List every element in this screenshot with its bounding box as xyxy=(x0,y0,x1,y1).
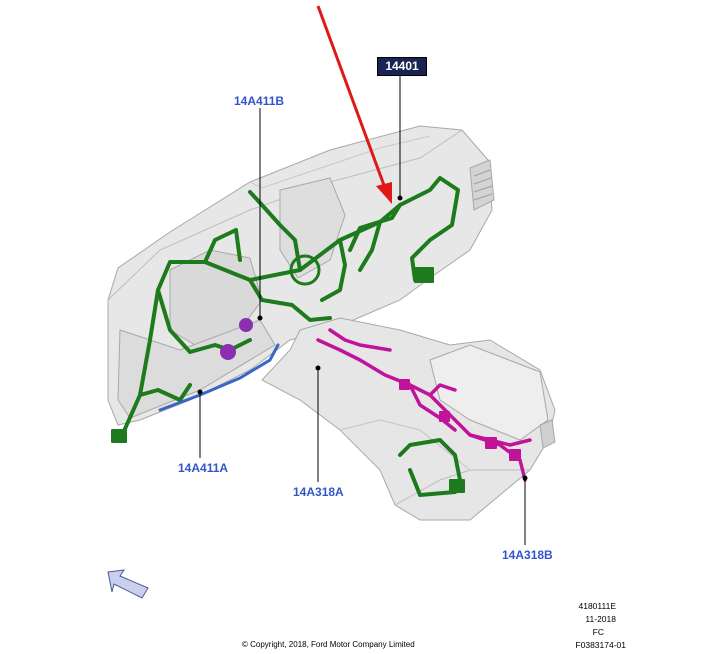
callout-14a411b: 14A411B xyxy=(234,94,285,108)
info-region: FC xyxy=(592,627,604,637)
floor-console xyxy=(261,317,556,521)
callout-main-14401: 14401 xyxy=(377,57,427,76)
lower-harness-14a411a xyxy=(158,343,280,412)
info-part-number: F0383174-01 xyxy=(575,640,626,650)
red-pointer-arrow xyxy=(316,5,392,204)
info-date: 11-2018 xyxy=(585,614,616,624)
callout-14a411a: 14A411A xyxy=(178,461,229,475)
forward-direction-arrow-icon xyxy=(107,569,149,599)
callout-14a318a: 14A318A xyxy=(293,485,344,499)
main-harness-14401 xyxy=(111,176,465,497)
console-harness-14a318 xyxy=(316,328,532,482)
callout-14a318b: 14A318B xyxy=(502,548,553,562)
info-code: 4180111E xyxy=(578,601,617,611)
copyright-notice: © Copyright, 2018, Ford Motor Company Li… xyxy=(242,640,415,649)
instrument-panel xyxy=(107,125,495,426)
leader-lines xyxy=(197,76,528,545)
